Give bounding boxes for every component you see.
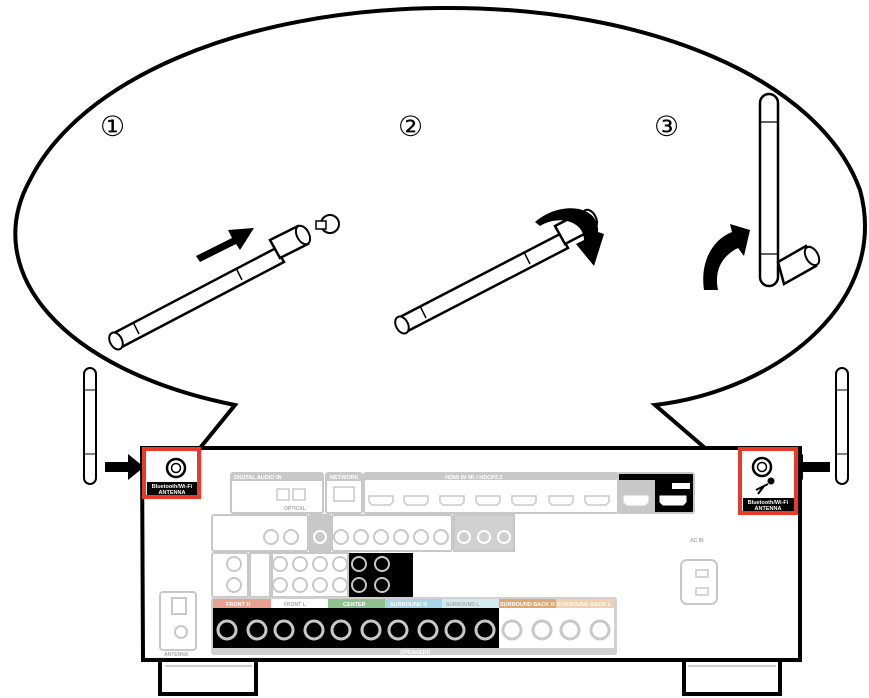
ac-in-socket: AC IN xyxy=(680,538,718,605)
network-section: NETWORK xyxy=(325,472,363,514)
left-antenna-label-line1: Bluetooth/Wi-Fi xyxy=(152,484,193,490)
step-3-number: ③ xyxy=(654,110,680,143)
antenna-section-label: ANTENNA xyxy=(164,652,189,658)
svg-text:HDMI IN 4K / HDCP2.2: HDMI IN 4K / HDCP2.2 xyxy=(445,475,502,481)
step-1-number: ① xyxy=(100,110,126,143)
video-and-component-section xyxy=(211,514,515,552)
svg-text:SURROUND BACK L: SURROUND BACK L xyxy=(557,602,612,608)
speakers-label: SPEAKERS xyxy=(400,650,431,656)
left-foot xyxy=(158,662,258,696)
svg-text:FRONT L: FRONT L xyxy=(284,602,306,608)
caution-figure-icon xyxy=(755,483,769,495)
antenna-terminal-section xyxy=(159,591,197,651)
push-arrow-icon xyxy=(196,228,254,262)
right-foot xyxy=(682,662,782,696)
left-standing-antenna-icon xyxy=(83,367,97,485)
digital-audio-in-section: DIGITAL AUDIO IN OPTICAL xyxy=(230,472,324,514)
pre-out-section xyxy=(349,553,413,597)
svg-text:DIGITAL AUDIO IN: DIGITAL AUDIO IN xyxy=(234,475,282,481)
antenna-step1-icon xyxy=(108,214,340,351)
hdmi-out-section xyxy=(617,472,695,514)
svg-text:SURROUND L: SURROUND L xyxy=(446,602,479,608)
speaker-terminals-section: SPEAKERS FRONT R FRONT L CENTER SURROUND… xyxy=(211,597,617,656)
right-antenna-label-line2: ANTENNA xyxy=(755,506,782,512)
antenna-step2-icon xyxy=(394,208,604,335)
svg-text:NETWORK: NETWORK xyxy=(330,475,358,481)
bend-arrow-icon xyxy=(703,224,750,290)
step-2-number: ② xyxy=(398,110,424,143)
person-icon xyxy=(767,477,775,485)
right-antenna-connector: Bluetooth/Wi-Fi ANTENNA xyxy=(738,447,798,515)
antenna-step3-icon xyxy=(703,92,821,290)
svg-text:SURROUND BACK R: SURROUND BACK R xyxy=(500,602,555,608)
callout-bubble xyxy=(13,5,867,450)
right-standing-antenna-icon xyxy=(835,367,849,485)
left-antenna-connector: Bluetooth/Wi-Fi ANTENNA xyxy=(142,447,201,499)
svg-text:OPTICAL: OPTICAL xyxy=(284,506,306,512)
rotate-arrow-icon xyxy=(535,208,604,266)
svg-text:CENTER: CENTER xyxy=(343,602,366,608)
right-antenna-label-line1: Bluetooth/Wi-Fi xyxy=(748,500,789,506)
svg-text:SURROUND R: SURROUND R xyxy=(390,602,427,608)
svg-text:FRONT R: FRONT R xyxy=(226,602,250,608)
left-antenna-label-line2: ANTENNA xyxy=(159,490,186,496)
svg-text:AC IN: AC IN xyxy=(690,538,704,544)
left-pointer-arrow-icon xyxy=(105,454,144,480)
